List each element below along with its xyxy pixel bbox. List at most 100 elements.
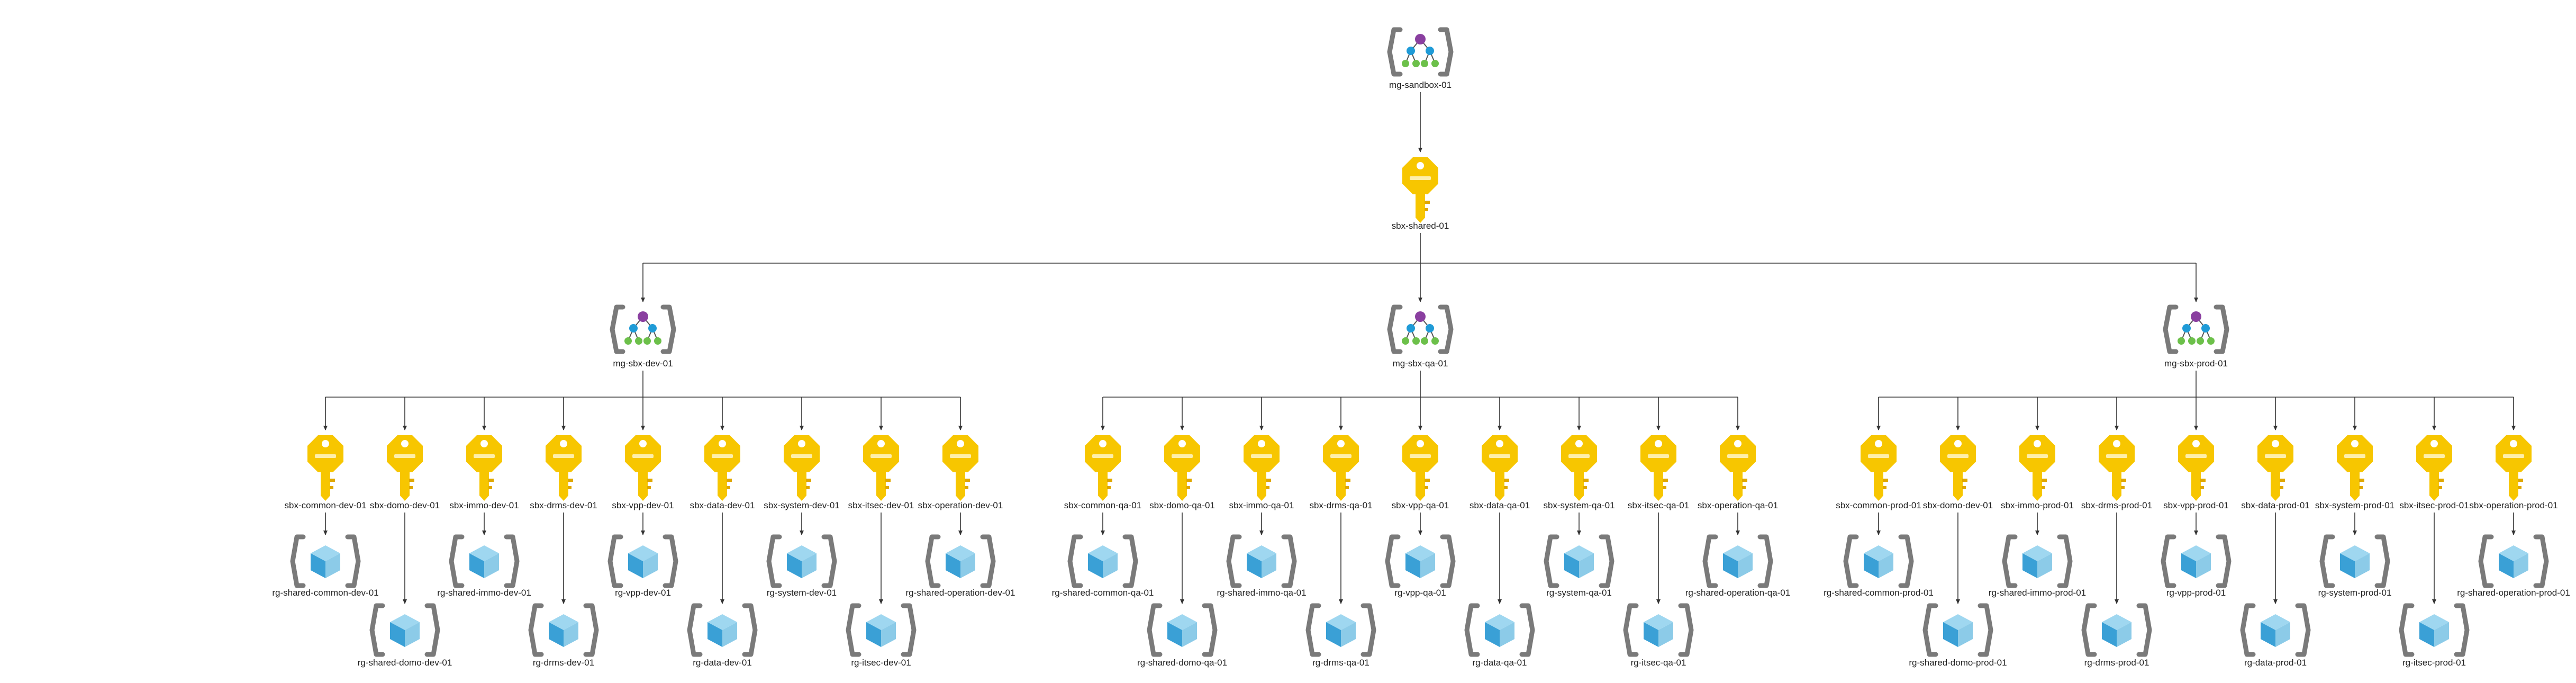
subscription-label: sbx-system-prod-01 (2315, 500, 2394, 510)
subscription-key-icon[interactable] (2257, 435, 2293, 501)
resource-group-label: rg-shared-immo-prod-01 (1989, 588, 2086, 598)
connector-layer (323, 92, 2516, 604)
resource-group-icon[interactable] (1067, 534, 1138, 588)
subscription-label: sbx-itsec-qa-01 (1628, 500, 1689, 510)
node-layer: mg-sandbox-01sbx-shared-01mg-sbx-dev-01s… (272, 27, 2570, 668)
resource-group-icon[interactable] (2161, 534, 2232, 588)
subscription-key-icon[interactable] (1640, 435, 1676, 501)
resource-group-icon[interactable] (2399, 603, 2470, 657)
resource-group-label: rg-shared-common-prod-01 (1824, 588, 1934, 598)
subscription-key-icon[interactable] (784, 435, 820, 501)
resource-group-label: rg-vpp-prod-01 (2166, 588, 2226, 598)
resource-group-icon[interactable] (528, 603, 599, 657)
subscription-key-icon[interactable] (863, 435, 899, 501)
resource-group-label: rg-itsec-prod-01 (2402, 658, 2466, 668)
subscription-key-icon[interactable] (1164, 435, 1200, 501)
shared-subscription-label: sbx-shared-01 (1392, 221, 1449, 231)
subscription-key-icon[interactable] (1482, 435, 1518, 501)
subscription-key-icon[interactable] (1940, 435, 1976, 501)
resource-group-icon[interactable] (2319, 534, 2390, 588)
resource-group-label: rg-drms-dev-01 (533, 658, 594, 668)
subscription-key-icon[interactable] (387, 435, 423, 501)
resource-group-label: rg-shared-operation-qa-01 (1685, 588, 1790, 598)
subscription-key-icon[interactable] (704, 435, 740, 501)
subscription-key-icon[interactable] (2178, 435, 2214, 501)
resource-group-icon[interactable] (846, 603, 917, 657)
subscription-key-icon[interactable] (1085, 435, 1121, 501)
resource-group-icon[interactable] (290, 534, 361, 588)
subscription-label: sbx-drms-prod-01 (2081, 500, 2152, 510)
resource-group-icon[interactable] (2002, 534, 2073, 588)
resource-group-icon[interactable] (1385, 534, 1456, 588)
resource-group-icon[interactable] (766, 534, 837, 588)
resource-group-label: rg-vpp-qa-01 (1394, 588, 1446, 598)
subscription-label: sbx-system-qa-01 (1543, 500, 1614, 510)
resource-group-icon[interactable] (925, 534, 996, 588)
subscription-key-icon[interactable] (1720, 435, 1756, 501)
resource-group-icon[interactable] (1843, 534, 1914, 588)
subscription-key-icon[interactable] (2416, 435, 2452, 501)
resource-group-icon[interactable] (2081, 603, 2152, 657)
resource-group-icon[interactable] (1544, 534, 1614, 588)
resource-group-icon[interactable] (1147, 603, 1218, 657)
resource-group-icon[interactable] (1305, 603, 1376, 657)
resource-group-label: rg-shared-domo-prod-01 (1909, 658, 2007, 668)
resource-group-icon[interactable] (1226, 534, 1297, 588)
resource-group-label: rg-shared-common-dev-01 (272, 588, 378, 598)
resource-group-label: rg-system-prod-01 (2318, 588, 2392, 598)
subscription-label: sbx-common-dev-01 (285, 500, 367, 510)
subscription-key-icon[interactable] (307, 435, 343, 501)
subscription-key-icon[interactable] (2019, 435, 2055, 501)
resource-group-label: rg-drms-prod-01 (2084, 658, 2149, 668)
subscription-key-icon[interactable] (546, 435, 582, 501)
subscription-key-icon[interactable] (466, 435, 502, 501)
shared-subscription-key-icon[interactable] (1402, 157, 1438, 223)
subscription-label: sbx-common-prod-01 (1836, 500, 1921, 510)
subscription-label: sbx-data-dev-01 (690, 500, 755, 510)
subscription-label: sbx-vpp-dev-01 (612, 500, 674, 510)
subscription-label: sbx-drms-qa-01 (1309, 500, 1372, 510)
env-management-group-label: mg-sbx-qa-01 (1393, 358, 1448, 369)
resource-group-label: rg-shared-common-qa-01 (1052, 588, 1154, 598)
resource-group-icon[interactable] (1623, 603, 1694, 657)
resource-group-icon[interactable] (2240, 603, 2311, 657)
resource-group-label: rg-shared-immo-dev-01 (437, 588, 531, 598)
resource-group-icon[interactable] (1464, 603, 1535, 657)
resource-group-label: rg-shared-domo-qa-01 (1137, 658, 1227, 668)
resource-group-icon[interactable] (607, 534, 678, 588)
subscription-label: sbx-data-qa-01 (1470, 500, 1530, 510)
env-management-group-icon[interactable] (1387, 304, 1454, 354)
subscription-key-icon[interactable] (942, 435, 978, 501)
subscription-key-icon[interactable] (2496, 435, 2532, 501)
resource-group-label: rg-vpp-dev-01 (615, 588, 671, 598)
subscription-key-icon[interactable] (1561, 435, 1597, 501)
subscription-key-icon[interactable] (625, 435, 661, 501)
env-management-group-icon[interactable] (2163, 304, 2229, 354)
root-management-group-icon[interactable] (1387, 27, 1454, 77)
resource-group-icon[interactable] (369, 603, 440, 657)
resource-group-icon[interactable] (449, 534, 520, 588)
subscription-label: sbx-immo-qa-01 (1229, 500, 1294, 510)
subscription-label: sbx-itsec-prod-01 (2399, 500, 2469, 510)
resource-group-label: rg-data-prod-01 (2244, 658, 2307, 668)
resource-group-label: rg-shared-domo-dev-01 (358, 658, 452, 668)
env-management-group-label: mg-sbx-dev-01 (613, 358, 673, 369)
subscription-label: sbx-system-dev-01 (764, 500, 840, 510)
subscription-label: sbx-operation-qa-01 (1698, 500, 1778, 510)
resource-group-icon[interactable] (687, 603, 758, 657)
subscription-label: sbx-domo-qa-01 (1149, 500, 1215, 510)
resource-group-label: rg-data-qa-01 (1472, 658, 1527, 668)
resource-group-label: rg-shared-operation-dev-01 (906, 588, 1015, 598)
subscription-key-icon[interactable] (1244, 435, 1280, 501)
subscription-key-icon[interactable] (2099, 435, 2135, 501)
subscription-key-icon[interactable] (2337, 435, 2373, 501)
env-management-group-icon[interactable] (610, 304, 676, 354)
subscription-key-icon[interactable] (1861, 435, 1897, 501)
resource-group-icon[interactable] (1922, 603, 1993, 657)
resource-group-icon[interactable] (2478, 534, 2549, 588)
subscription-key-icon[interactable] (1323, 435, 1359, 501)
resource-group-icon[interactable] (1702, 534, 1773, 588)
subscription-label: sbx-common-qa-01 (1064, 500, 1141, 510)
subscription-key-icon[interactable] (1402, 435, 1438, 501)
